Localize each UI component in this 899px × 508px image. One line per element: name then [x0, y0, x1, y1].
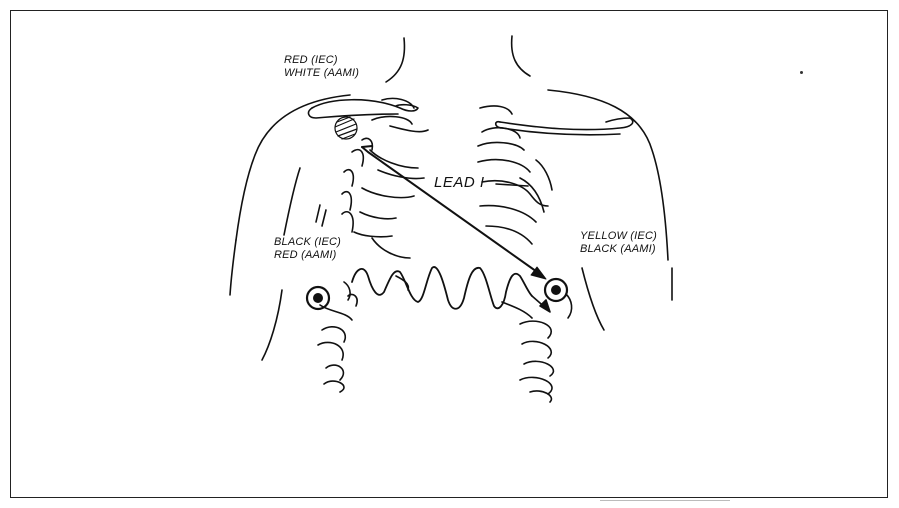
lead-label: LEAD I: [434, 174, 485, 191]
electrode-label-left-leg: YELLOW (IEC) BLACK (AAMI): [580, 230, 657, 256]
right-leg-iec: BLACK (IEC): [274, 236, 341, 249]
hatched-electrode: [335, 117, 357, 139]
lead-arrow: [362, 146, 546, 279]
waveform-arrowhead: [540, 300, 550, 312]
neck-outline: [386, 36, 530, 82]
ring-electrode-left-leg: [545, 279, 567, 301]
electrode-label-right-leg: BLACK (IEC) RED (AAMI): [274, 236, 341, 262]
ring-electrode-right-leg: [307, 287, 329, 309]
left-leg-iec: YELLOW (IEC): [580, 230, 657, 243]
electrode-label-right-arm: RED (IEC) WHITE (AAMI): [284, 54, 359, 80]
left-leg-aami: BLACK (AAMI): [580, 243, 657, 256]
right-arm-aami: WHITE (AAMI): [284, 67, 359, 80]
right-arm-iec: RED (IEC): [284, 54, 359, 67]
torso-outline: [230, 90, 672, 360]
sternum-lines: [344, 238, 410, 300]
ribcage-right: [478, 106, 572, 402]
right-leg-aami: RED (AAMI): [274, 249, 341, 262]
